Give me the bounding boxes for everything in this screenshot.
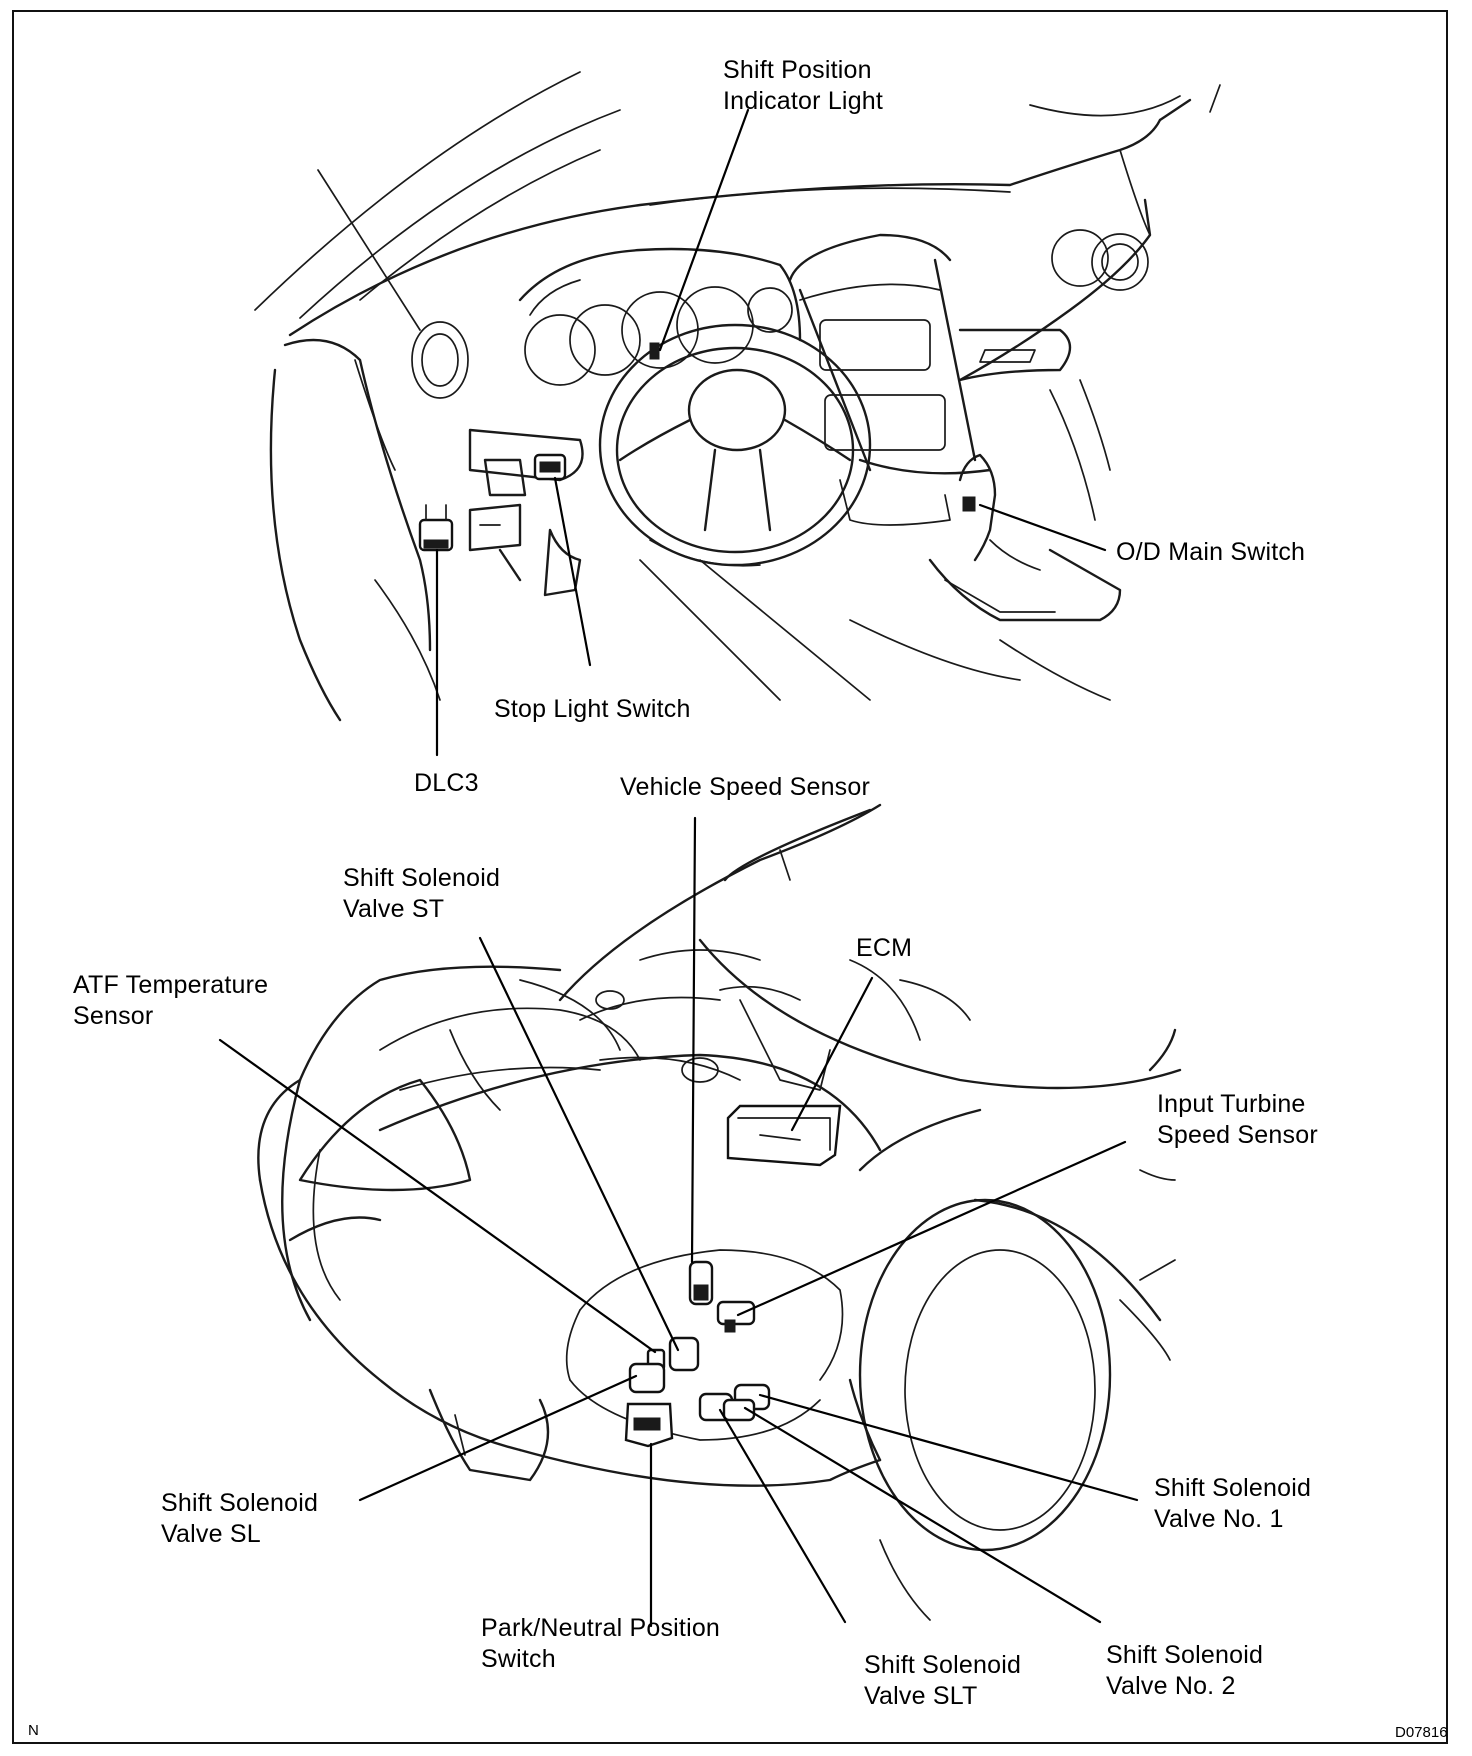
leader-ecm bbox=[790, 976, 874, 1132]
label-atf-temperature-sensor: ATF Temperature Sensor bbox=[73, 971, 269, 1030]
leader-od-switch bbox=[978, 503, 1107, 552]
label-input-turbine-speed-sensor: Input Turbine Speed Sensor bbox=[1157, 1090, 1318, 1149]
leader-shift-no2 bbox=[743, 1406, 1102, 1624]
label-shift-solenoid-valve-sl: Shift Solenoid Valve SL bbox=[161, 1489, 319, 1548]
leader-input-turbine bbox=[736, 1140, 1127, 1317]
figure-code: D07816 bbox=[1395, 1724, 1448, 1741]
label-shift-solenoid-valve-no1: Shift Solenoid Valve No. 1 bbox=[1154, 1474, 1312, 1533]
leader-shift-no1 bbox=[758, 1393, 1139, 1502]
label-ecm: ECM bbox=[856, 934, 913, 962]
lower-leader-lines bbox=[218, 816, 1139, 1628]
label-shift-solenoid-valve-slt: Shift Solenoid Valve SLT bbox=[864, 1651, 1022, 1710]
label-shift-solenoid-valve-st: Shift Solenoid Valve ST bbox=[343, 864, 501, 923]
drivetrain-components bbox=[624, 1260, 771, 1448]
upper-leader-lines bbox=[435, 108, 1107, 757]
leader-stop-light bbox=[553, 476, 592, 667]
dashboard-illustration bbox=[254, 71, 1221, 722]
label-od-main-switch: O/D Main Switch bbox=[1116, 538, 1306, 566]
label-vehicle-speed-sensor: Vehicle Speed Sensor bbox=[620, 773, 871, 801]
label-shift-solenoid-valve-no2: Shift Solenoid Valve No. 2 bbox=[1106, 1641, 1264, 1700]
corner-mark: N bbox=[28, 1722, 39, 1739]
label-park-neutral-position-switch: Park/Neutral Position Switch bbox=[481, 1614, 721, 1673]
label-stop-light-switch: Stop Light Switch bbox=[494, 695, 691, 723]
leader-shift-st bbox=[478, 936, 680, 1352]
leader-atf-temp bbox=[218, 1038, 657, 1354]
vehicle-illustration bbox=[257, 803, 1182, 1621]
leader-shift-sl bbox=[358, 1374, 638, 1502]
leader-vehicle-speed bbox=[690, 816, 697, 1264]
label-dlc3: DLC3 bbox=[414, 769, 479, 797]
leader-shift-indicator bbox=[658, 108, 750, 352]
leader-shift-slt bbox=[718, 1408, 847, 1624]
label-shift-position-indicator-light: Shift Position Indicator Light bbox=[723, 56, 884, 115]
diagram-border bbox=[12, 10, 1448, 1744]
